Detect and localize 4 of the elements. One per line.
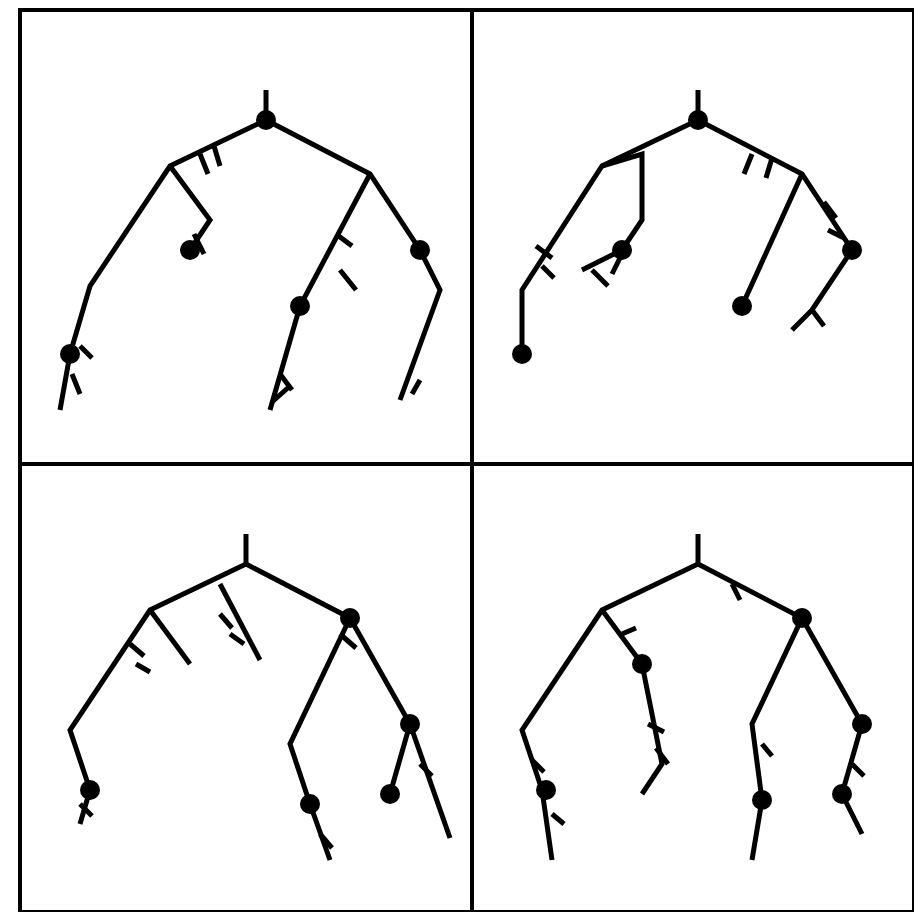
panel-frame (18, 8, 474, 466)
panel-frame (470, 462, 914, 912)
panel-frame (470, 8, 914, 466)
panel-frame (18, 462, 474, 912)
